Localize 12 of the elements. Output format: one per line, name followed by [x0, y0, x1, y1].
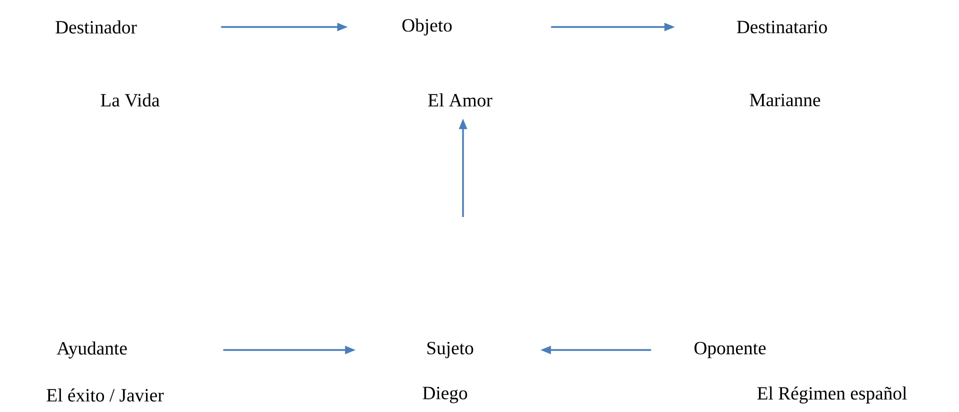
- role-label: Objeto: [402, 18, 452, 36]
- role-value: El éxito / Javier: [46, 388, 164, 402]
- role-value: El Régimen español: [757, 386, 907, 404]
- role-label: Sujeto: [427, 342, 474, 358]
- role-value: La Vida: [100, 93, 160, 107]
- role-label: Destinador: [56, 20, 137, 34]
- role-label: Oponente: [694, 342, 766, 358]
- role-label: Ayudante: [56, 342, 127, 358]
- role-label: Destinatario: [736, 20, 827, 34]
- role-value: Diego: [422, 386, 468, 404]
- role-value: El Amor: [428, 93, 492, 107]
- role-value: Marianne: [750, 94, 820, 106]
